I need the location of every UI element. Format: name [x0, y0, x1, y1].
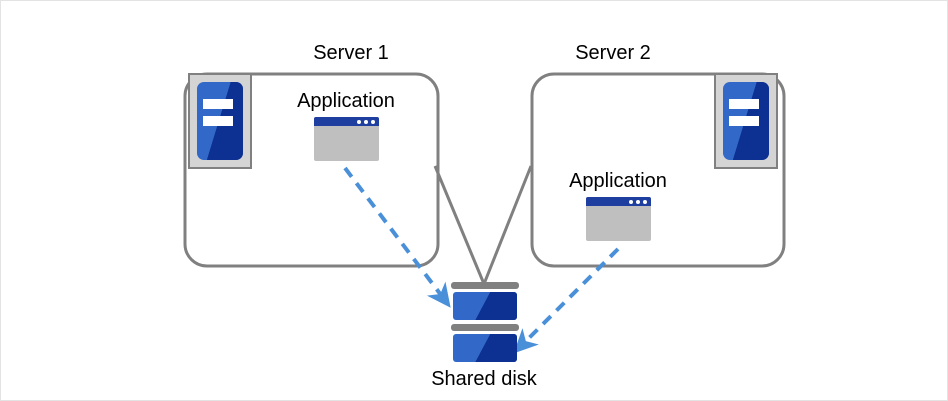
server-chassis	[197, 82, 243, 160]
window-control-dots	[357, 119, 375, 124]
disk-shading	[453, 334, 517, 362]
app1-access-arrow	[343, 166, 451, 308]
application-window-icon	[586, 197, 651, 241]
window-titlebar	[314, 117, 379, 126]
disk-cap	[451, 324, 519, 331]
disk-cap	[451, 282, 519, 289]
window-dot	[643, 199, 647, 204]
disk-stack-icon	[451, 282, 519, 362]
shared-disk-label: Shared disk	[431, 368, 537, 390]
disk-shading	[453, 292, 517, 320]
window-dot	[371, 119, 375, 124]
disk-body	[453, 292, 517, 320]
window-control-dots	[629, 199, 647, 204]
disk-body	[453, 334, 517, 362]
window-titlebar	[586, 197, 651, 206]
server2-application-label: Application	[569, 170, 667, 192]
server-slot-bar	[203, 99, 233, 110]
application-window-icon	[314, 117, 379, 161]
server-chassis	[723, 82, 769, 160]
window-dot	[636, 199, 640, 204]
window-dot	[364, 119, 368, 124]
server-slot-bar	[203, 115, 233, 126]
app2-access-arrow	[513, 247, 620, 354]
server2-to-disk-link	[482, 165, 533, 285]
server1-to-disk-link	[433, 165, 486, 285]
server1-application-label: Application	[297, 90, 395, 112]
server2-title: Server 2	[575, 42, 651, 64]
window-dot	[357, 119, 361, 124]
server-slot-bar	[729, 99, 759, 110]
server1-title: Server 1	[313, 42, 389, 64]
server-slot-bar	[729, 115, 759, 126]
server-icon	[714, 73, 778, 169]
server-icon	[188, 73, 252, 169]
window-dot	[629, 199, 633, 204]
